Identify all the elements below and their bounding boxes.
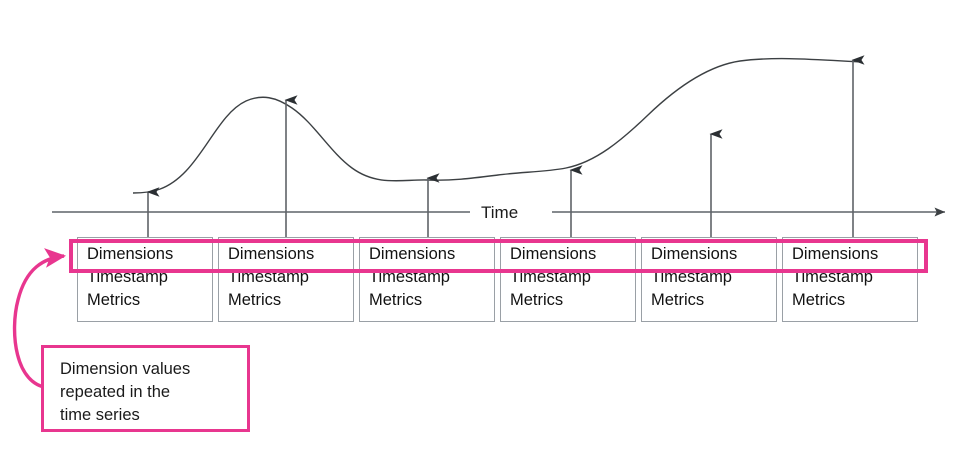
record-timestamp-label: Timestamp [510,268,591,286]
record-box[interactable]: Dimensions Timestamp Metrics [218,237,354,322]
record-box[interactable]: Dimensions Timestamp Metrics [500,237,636,322]
callout-note: Dimension values repeated in the time se… [41,345,250,432]
time-series-curve [132,57,863,194]
record-dimensions-label: Dimensions [651,245,738,263]
record-box[interactable]: Dimensions Timestamp Metrics [77,237,213,322]
callout-connector-arrow [12,248,67,390]
callout-note-text: Dimension values repeated in the time se… [60,360,191,424]
record-box[interactable]: Dimensions Timestamp Metrics [359,237,495,322]
record-dimensions-label: Dimensions [87,245,174,263]
record-metrics-label: Metrics [228,291,282,309]
record-metrics-label: Metrics [87,291,141,309]
record-metrics-label: Metrics [651,291,705,309]
record-timestamp-label: Timestamp [369,268,450,286]
record-timestamp-label: Timestamp [792,268,873,286]
record-metrics-label: Metrics [792,291,846,309]
record-timestamp-label: Timestamp [87,268,168,286]
record-dimensions-label: Dimensions [792,245,879,263]
record-timestamp-label: Timestamp [651,268,732,286]
time-axis-label: Time [481,203,519,222]
record-dimensions-label: Dimensions [228,245,315,263]
record-box[interactable]: Dimensions Timestamp Metrics [782,237,918,322]
record-metrics-label: Metrics [369,291,423,309]
record-timestamp-label: Timestamp [228,268,309,286]
record-box[interactable]: Dimensions Timestamp Metrics [641,237,777,322]
record-dimensions-label: Dimensions [369,245,456,263]
record-metrics-label: Metrics [510,291,564,309]
record-dimensions-label: Dimensions [510,245,597,263]
